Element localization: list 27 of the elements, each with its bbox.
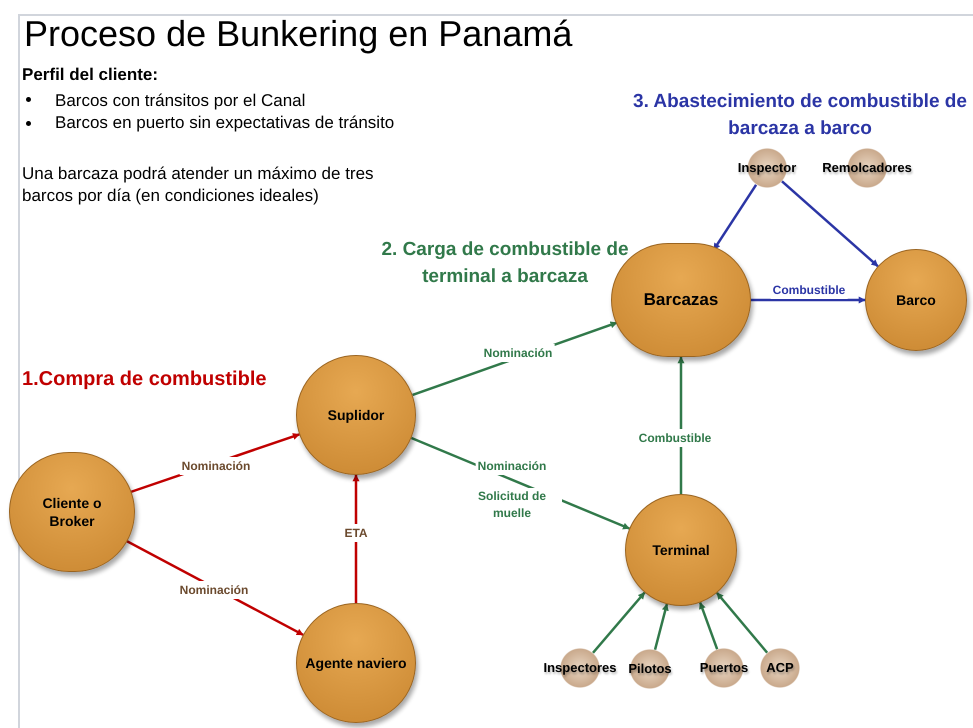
section-heading: 2. Carga de combustible de terminal a barcaza [380,238,630,289]
arrow [352,474,360,603]
arrow [592,592,646,654]
node-label: Cliente o Broker [41,494,103,530]
note-text: Perfil del cliente: [22,64,158,86]
arrow [712,184,758,250]
arrow [781,180,879,268]
arrow [716,592,768,654]
node-label: Agente naviero [304,654,408,672]
node-label: Terminal [651,541,711,559]
note-text: Barcos en puerto sin expectativas de tránsito [55,112,394,134]
title: Proceso de Bunkering en Panamá [24,12,572,56]
node-label: Barco [895,291,937,309]
section-heading: 1.Compra de combustible [22,367,266,392]
note-text: Una barcaza podrá atender un máximo de tres barcos por día (en condiciones ideales) [22,163,375,207]
arrow [699,602,718,650]
note-text: Barcos con tránsitos por el Canal [55,90,306,112]
node-label: Barcazas [642,291,720,309]
section-heading: 3. Abastecimiento de combustible de barcaza a barco [632,90,968,141]
arrow [654,604,669,650]
edge-label: Nominación [482,344,554,362]
edge-label: ETA [342,524,370,542]
edge-label: Nominación [178,581,250,599]
edge-label: Nominación [180,457,252,475]
node-label: Suplidor [326,406,386,424]
arrow [751,296,866,304]
edge-label: Combustible [636,429,714,447]
